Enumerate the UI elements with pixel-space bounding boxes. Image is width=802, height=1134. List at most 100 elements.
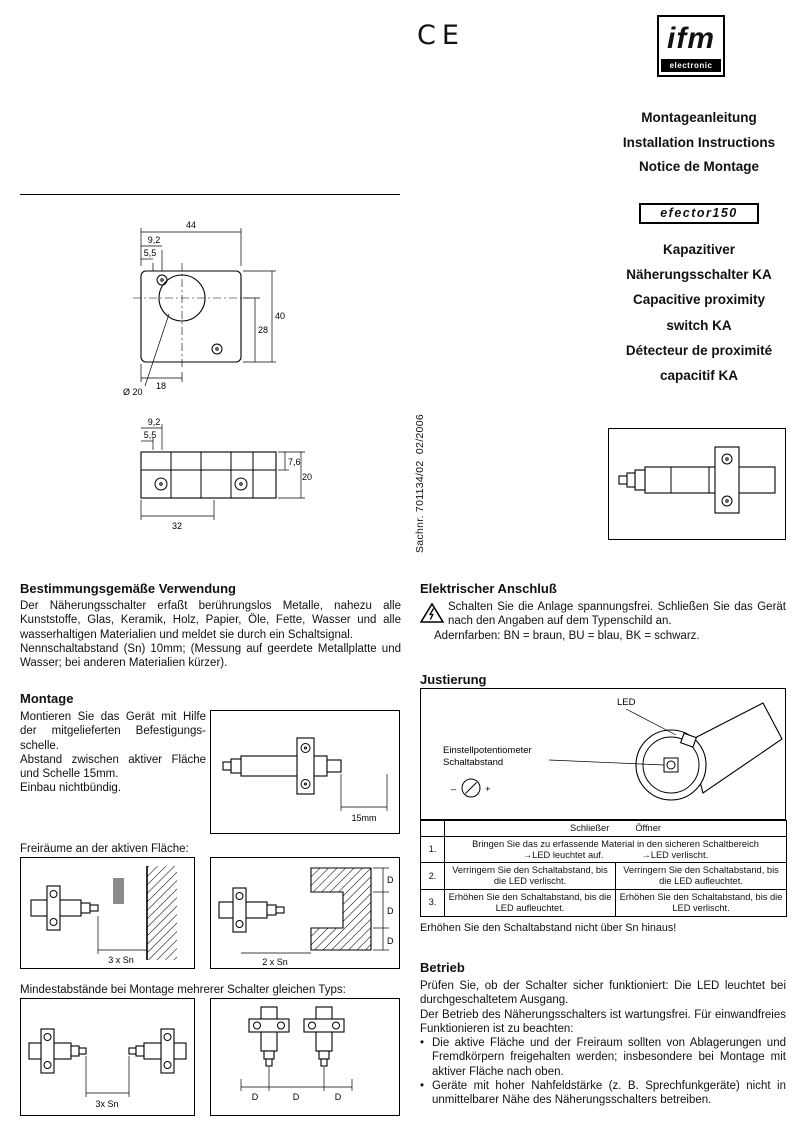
table-row-1: 1. Bringen Sie das zu erfassende Materia… xyxy=(420,835,788,864)
doc-title-en: Installation Instructions xyxy=(622,134,776,150)
led-window xyxy=(679,732,697,748)
product-title-line: Détecteur de proximité xyxy=(625,342,773,358)
section-heading-justierung: Justierung xyxy=(420,672,487,687)
spacing-drawing-b: D D D xyxy=(240,1006,353,1102)
montage-p3: Einbau nichtbündig. xyxy=(20,782,122,795)
product-title-block: Kapazitiver Näherungsschalter KA Capacit… xyxy=(560,237,802,388)
ifm-logo: ifm electronic xyxy=(657,15,725,77)
minus-label: – xyxy=(451,784,457,795)
dim-3xsn: 3 x Sn xyxy=(108,955,134,965)
sensor-with-clamp-drawing xyxy=(618,446,776,514)
dim-3xsn: 3x Sn xyxy=(95,1099,118,1109)
dim-7-6: 7,6 xyxy=(288,457,301,467)
bullet-icon: • xyxy=(420,1080,425,1093)
bullet-text: Die aktive Fläche und der Freiraum sollt… xyxy=(432,1037,786,1078)
dim-20: 20 xyxy=(302,472,312,482)
dim-15mm: 15mm xyxy=(351,813,376,823)
dim-32: 32 xyxy=(172,521,182,531)
montage-p1: Montieren Sie das Gerät mit Hilfe der mi… xyxy=(20,711,206,752)
betrieb-bullet-2: • Geräte mit hoher Nahfeldstärke (z. B. … xyxy=(420,1079,786,1108)
product-figure xyxy=(608,428,786,540)
step-1-cell: Bringen Sie das zu erfassende Material i… xyxy=(443,835,788,864)
bullet-icon: • xyxy=(420,1037,425,1050)
betrieb-p2: Der Betrieb des Näherungsschalters ist w… xyxy=(420,1008,786,1035)
product-title-line: Capacitive proximity xyxy=(632,292,766,308)
section-heading-verwendung: Bestimmungsgemäße Verwendung xyxy=(20,581,236,596)
step-2-oeffner: Verringern Sie den Schaltabstand, bis di… xyxy=(614,862,788,890)
step-number: 2. xyxy=(420,862,445,890)
dim-2xsn: 2 x Sn xyxy=(262,957,288,967)
product-title-line: Kapazitiver xyxy=(662,242,736,257)
montage-body: Montieren Sie das Gerät mit Hilfe der mi… xyxy=(20,710,206,796)
step-number: 3. xyxy=(420,888,445,917)
schaltabstand-label: Schaltabstand xyxy=(443,757,503,768)
clearance-drawing-a: 3 x Sn xyxy=(30,866,177,965)
doc-title-fr: Notice de Montage xyxy=(638,159,759,174)
wire-colors: Adernfarben: BN = braun, BU = blau, BK =… xyxy=(434,629,700,642)
dim-18: 18 xyxy=(156,381,166,391)
dim-d: D xyxy=(335,1092,342,1102)
dim-d: D xyxy=(387,936,394,946)
doc-title-de: Montageanleitung xyxy=(641,110,757,125)
betrieb-p1: Prüfen Sie, ob der Schalter sicher funkt… xyxy=(420,980,786,1007)
plus-label: + xyxy=(485,784,491,795)
montage-p2: Abstand zwischen aktiver Fläche und Sche… xyxy=(20,753,206,781)
side-view-drawing: 9,2 5,5 7,6 20 32 xyxy=(140,417,312,531)
dim-28: 28 xyxy=(258,325,268,335)
step-2-schliesser: Verringern Sie den Schaltabstand, bis di… xyxy=(444,862,616,890)
ce-mark: CE xyxy=(417,20,465,51)
section-heading-betrieb: Betrieb xyxy=(420,960,465,975)
freiraum-label: Freiräume an der aktiven Fläche: xyxy=(20,843,189,855)
target-object xyxy=(113,878,124,904)
verwendung-p1: Der Näherungsschalter erfaßt berührungsl… xyxy=(20,600,401,641)
dim-d: D xyxy=(252,1092,259,1102)
verwendung-body: Der Näherungsschalter erfaßt berührungsl… xyxy=(20,599,401,670)
verwendung-p2: Nennschaltabstand (Sn) 10mm; (Messung au… xyxy=(20,642,401,670)
step-1-text: Bringen Sie das zu erfassende Material i… xyxy=(472,838,759,849)
dim-d: D xyxy=(293,1092,300,1102)
ifm-logo-sub: electronic xyxy=(661,59,721,72)
section-heading-montage: Montage xyxy=(20,691,74,706)
dim-5-5: 5,5 xyxy=(144,248,157,258)
dim-9-2: 9,2 xyxy=(148,235,161,245)
dim-d: D xyxy=(387,906,394,916)
doc-title-block: Montageanleitung Installation Instructio… xyxy=(560,106,802,180)
step-3-schliesser: Erhöhen Sie den Schaltabstand, bis die L… xyxy=(444,888,616,917)
order-number: Sachnr. 701134/02 02/2006 xyxy=(414,414,426,553)
section-heading-anschluss: Elektrischer Anschluß xyxy=(420,581,557,596)
warning-text: Schalten Sie die Anlage spannungsfrei. S… xyxy=(448,601,786,628)
table-row-3: 3. Erhöhen Sie den Schaltabstand, bis di… xyxy=(420,888,788,917)
dim-dia-20: Ø 20 xyxy=(123,387,143,397)
spacing-figure-a: 3x Sn xyxy=(20,998,195,1116)
clearance-figure-b: D D D 2 x Sn xyxy=(210,857,400,969)
led-off-text: →LED verlischt. xyxy=(641,849,709,860)
clearance-drawing-b: D D D 2 x Sn xyxy=(218,867,394,967)
spacing-figure-b: D D D xyxy=(210,998,400,1116)
ifm-logo-text: ifm xyxy=(667,22,715,55)
montage-figure: 15mm xyxy=(210,710,400,834)
table-corner-cell xyxy=(420,820,445,837)
product-title-line: Näherungsschalter KA xyxy=(626,267,772,283)
divider-rule xyxy=(20,194,400,195)
justierung-figure: LED Einstellpotentiometer Schaltabstand … xyxy=(420,688,786,820)
step-number: 1. xyxy=(420,835,445,864)
dim-40: 40 xyxy=(275,311,285,321)
col-header-oeffner: Öffner xyxy=(635,823,661,833)
adjustment-drawing: LED Einstellpotentiometer Schaltabstand … xyxy=(443,697,783,801)
mindest-label: Mindestabstände bei Montage mehrerer Sch… xyxy=(20,984,346,996)
table-row-2: 2. Verringern Sie den Schaltabstand, bis… xyxy=(420,862,788,890)
bullet-text: Geräte mit hoher Nahfeldstärke (z. B. Sp… xyxy=(432,1080,786,1107)
led-label: LED xyxy=(617,697,636,708)
dim-9-2: 9,2 xyxy=(148,417,161,427)
product-title-line: switch KA xyxy=(666,317,732,333)
potentiometer-label: Einstellpotentiometer xyxy=(443,745,532,756)
dim-d: D xyxy=(387,875,394,885)
front-view-drawing: 44 9,2 5,5 28 40 18 Ø 20 xyxy=(123,220,285,397)
dim-5-5: 5,5 xyxy=(144,430,157,440)
led-on-text: →LED leuchtet auf. xyxy=(522,849,604,860)
montage-drawing: 15mm xyxy=(222,737,388,823)
